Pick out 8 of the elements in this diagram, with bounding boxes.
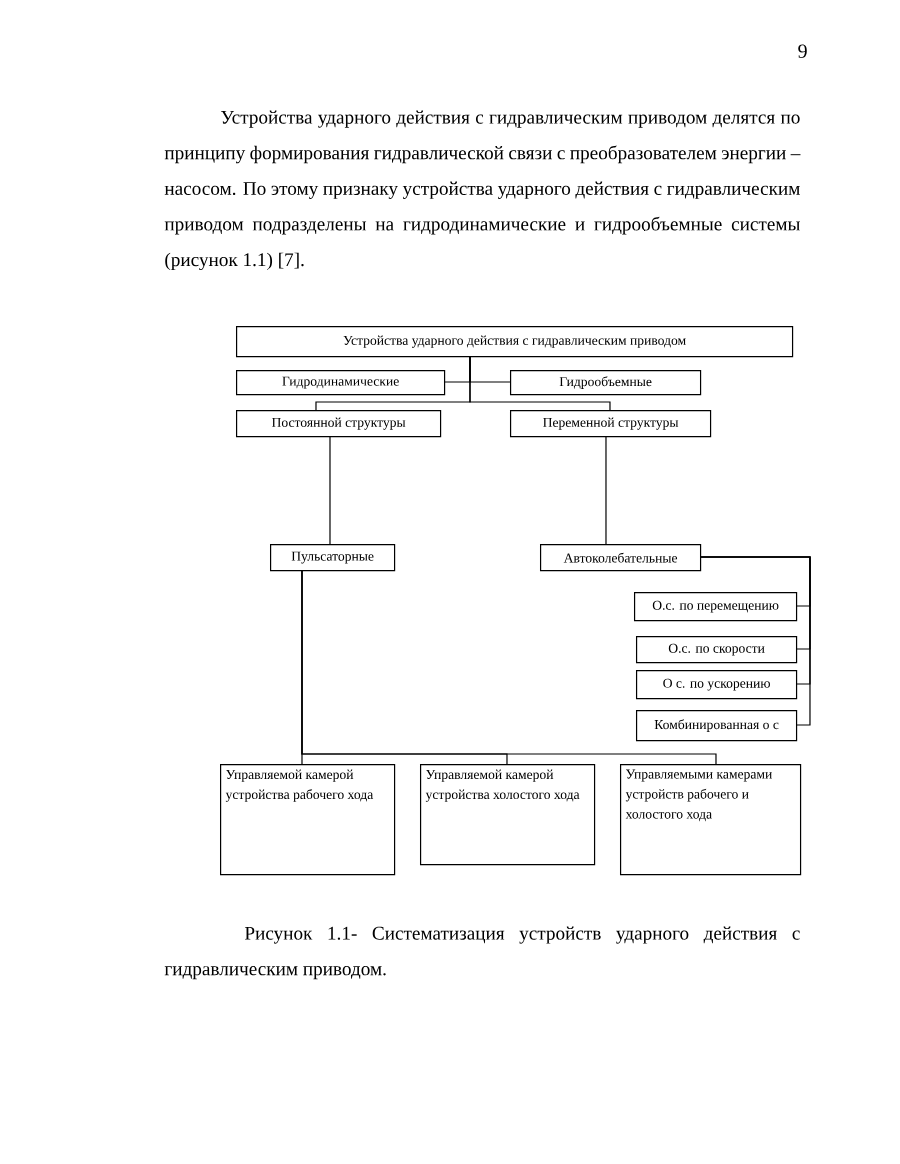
page-number: 9 xyxy=(798,44,807,58)
connector-line xyxy=(469,355,611,411)
caption: Рисунок 1.1- Систематизация устройств ударного действия с гидравлическим приводом. xyxy=(164,926,800,980)
connector-line xyxy=(699,556,811,726)
connector-line xyxy=(605,435,607,545)
connector-line xyxy=(329,435,331,545)
connector-line xyxy=(301,569,717,765)
paragraph: Устройства ударного действия с гидравлическим приводом делятся по принципу формирования гидравлической связи с преобразователем энергии – насосом. По этому признаку устройства ударного действия с гидравлическим приводом подразделены на гидродинамические и гидрообъемные системы (рисунок 1.1) [7]. xyxy=(164,110,801,271)
